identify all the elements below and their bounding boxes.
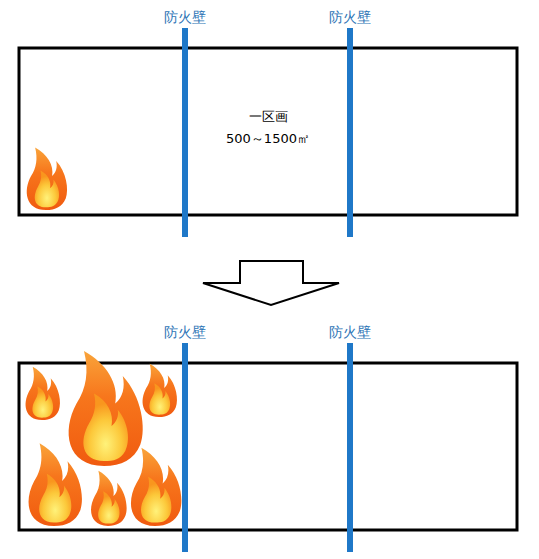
firewall-line [347, 28, 353, 237]
firewall-label: 防火壁 [329, 324, 371, 341]
firewall-line [347, 343, 353, 552]
firewall-line [182, 28, 188, 237]
area-label: 500～1500㎡ [226, 131, 310, 147]
fire-icon [26, 367, 60, 420]
compartment-label: 一区画 [249, 109, 288, 125]
firewall-label: 防火壁 [329, 9, 371, 26]
fire-icon [27, 147, 67, 210]
firewall-line [182, 343, 188, 552]
down-arrow [203, 261, 339, 305]
fire-icon [131, 448, 181, 526]
fire-icon [91, 471, 127, 526]
fire-icon [69, 351, 143, 466]
firewall-label: 防火壁 [164, 324, 206, 341]
fire-icon [143, 364, 177, 417]
firewall-label: 防火壁 [164, 9, 206, 26]
building-outline [19, 48, 517, 215]
fire-icon [29, 443, 82, 526]
